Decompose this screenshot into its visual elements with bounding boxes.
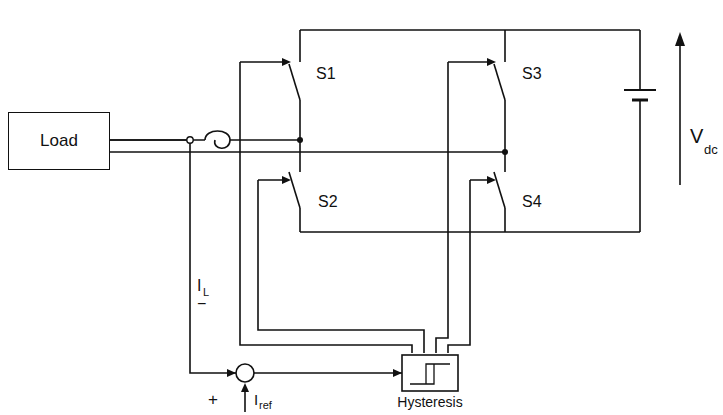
sign-label: + [208,391,218,408]
wire [639,30,641,232]
hysteresis-box [402,355,458,391]
inductor-symbol [205,131,230,148]
leg-wire [299,30,301,232]
current-label: I [197,278,201,294]
arrowhead [487,176,496,184]
arrowhead [282,176,291,184]
switch-symbol [289,172,300,208]
summing-junction [236,364,254,382]
battery-symbol [632,99,648,102]
feedback-connector [110,140,402,377]
switch-label: S3 [522,66,542,82]
node-label: Hysteresis [397,394,462,410]
voltage-label: V [690,126,703,146]
voltage-subscript: dc [704,143,718,156]
junction-dot [502,149,508,155]
switch-label: S1 [316,66,336,82]
gate-line [240,62,412,353]
reference-input [244,390,246,412]
arrowhead [282,58,291,66]
switch-symbol [494,172,505,208]
current-subscript: ref [259,400,272,411]
switch-label: S4 [522,194,542,210]
arrowhead [487,58,496,66]
hysteresis-symbol [410,364,450,384]
junction-dot [297,137,303,143]
gate-line [448,180,489,353]
switch-symbol [494,64,505,100]
node-label: Load [40,131,78,151]
battery-symbol [624,89,656,91]
wire [110,151,505,153]
sign-label: − [197,296,206,312]
gate-line [436,62,489,353]
tap-point [187,137,193,143]
leg-wire [504,30,506,232]
switch-symbol [289,64,300,100]
gate-line [258,180,424,353]
voltage-arrow [679,42,681,185]
arrowhead [675,32,685,46]
current-label: I [254,392,258,407]
load-box: Load [8,112,110,170]
arrowhead [241,383,249,392]
switch-label: S2 [318,194,338,210]
hysteresis-block: Hysteresis [402,355,458,391]
